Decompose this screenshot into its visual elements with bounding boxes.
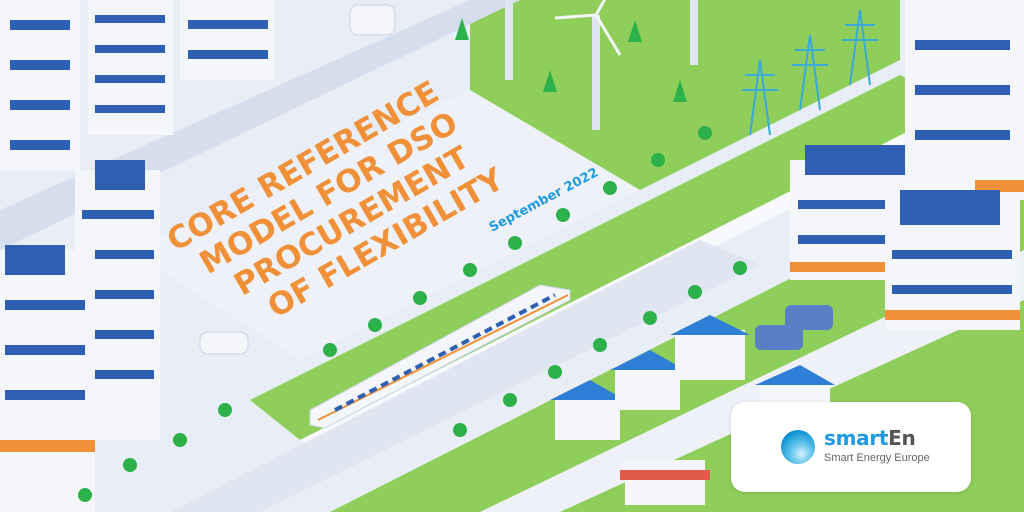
houses [550, 315, 835, 505]
logo-subtitle: Smart Energy Europe [824, 452, 930, 464]
building-right-top [905, 0, 1024, 200]
car-parked-2 [785, 305, 833, 330]
building-tower-top [88, 0, 275, 135]
building-left-top [0, 0, 80, 170]
monorail-train [309, 284, 571, 429]
logo-name-part1: smart [824, 426, 889, 450]
logo-name-part2: En [888, 426, 916, 450]
trees [78, 18, 747, 502]
logo-name: smartEn [824, 426, 916, 450]
building-right-mid [790, 145, 1020, 330]
plaza [130, 90, 640, 360]
car-plaza [199, 331, 249, 355]
road-bottom [170, 240, 760, 512]
car-parked-1 [755, 325, 803, 350]
smarten-logo-icon [781, 430, 815, 464]
building-left-bottom [0, 245, 95, 512]
park-top-right [470, 0, 900, 190]
car-top [349, 4, 396, 36]
smarten-logo-card: smartEn Smart Energy Europe [731, 402, 971, 492]
wind-turbines [505, 0, 698, 130]
power-pylons [742, 9, 878, 136]
